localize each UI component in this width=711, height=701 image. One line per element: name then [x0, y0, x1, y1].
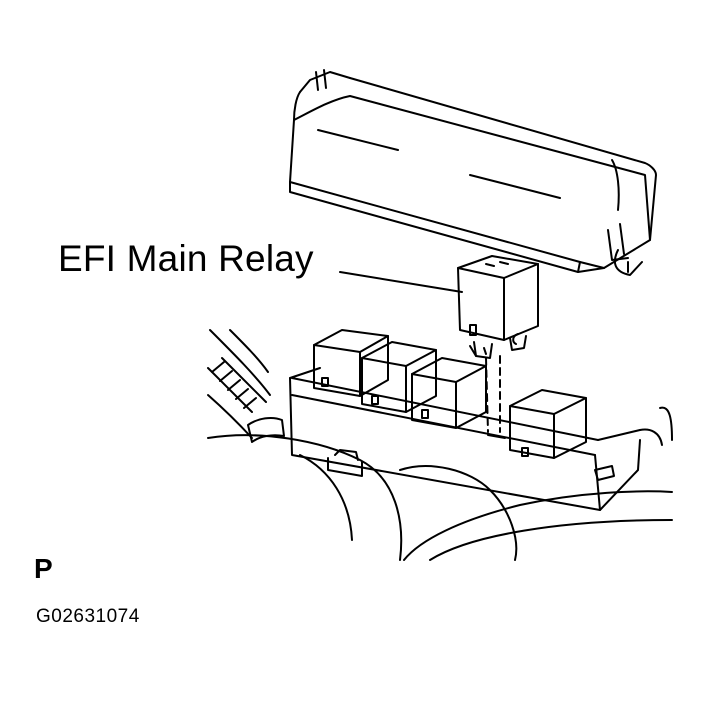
callout-leader-line — [340, 272, 462, 292]
relay-socket-1 — [314, 330, 388, 396]
relay-socket-3 — [412, 358, 486, 428]
efi-main-relay — [458, 256, 538, 358]
engine-background — [208, 330, 672, 560]
relay-block — [290, 330, 640, 510]
install-guide-lines — [486, 356, 500, 432]
relay-socket-2 — [362, 342, 436, 412]
view-letter: P — [34, 553, 53, 584]
figure-id: G02631074 — [36, 606, 140, 627]
relay-box-cover — [290, 70, 656, 275]
relay-socket-4 — [510, 390, 586, 458]
efi-main-relay-label: EFI Main Relay — [58, 238, 314, 279]
